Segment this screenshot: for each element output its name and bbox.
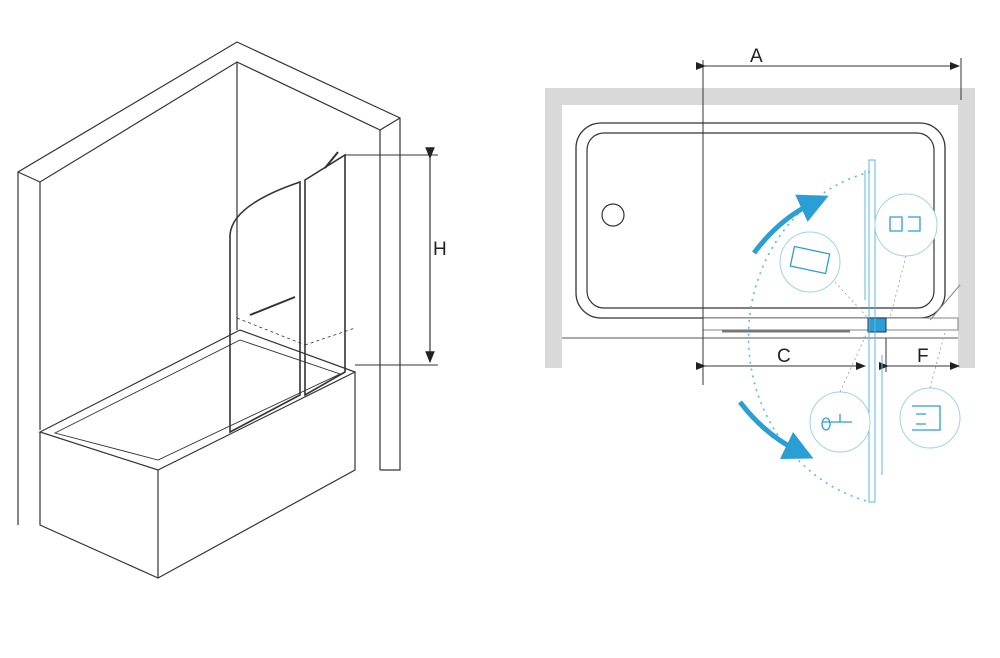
- back-wall-outline: [17, 41, 401, 525]
- rotate-arrow-down: [738, 400, 814, 459]
- dimension-a-label: A: [750, 46, 763, 67]
- bathtub-top: [38, 329, 357, 471]
- isometric-view: [17, 41, 438, 579]
- left-wall-edge: [17, 61, 401, 183]
- glass-panel-plan: [868, 159, 876, 503]
- bottom-rail: [702, 317, 959, 331]
- drain-icon: [601, 203, 625, 227]
- dimension-f-label: F: [917, 346, 929, 367]
- rotate-arrow-up: [751, 194, 829, 255]
- plan-view: [545, 58, 975, 503]
- detail-callout-end: [899, 387, 961, 449]
- dimension-c-label: C: [777, 346, 791, 367]
- swing-glass-panel: [229, 180, 301, 434]
- height-label: H: [433, 239, 447, 260]
- detail-callout-hinge: [779, 231, 841, 293]
- bathtub-front: [39, 372, 356, 579]
- detail-callout-top: [874, 193, 938, 257]
- towel-bar: [249, 296, 296, 316]
- fixed-glass-panel: [304, 153, 346, 397]
